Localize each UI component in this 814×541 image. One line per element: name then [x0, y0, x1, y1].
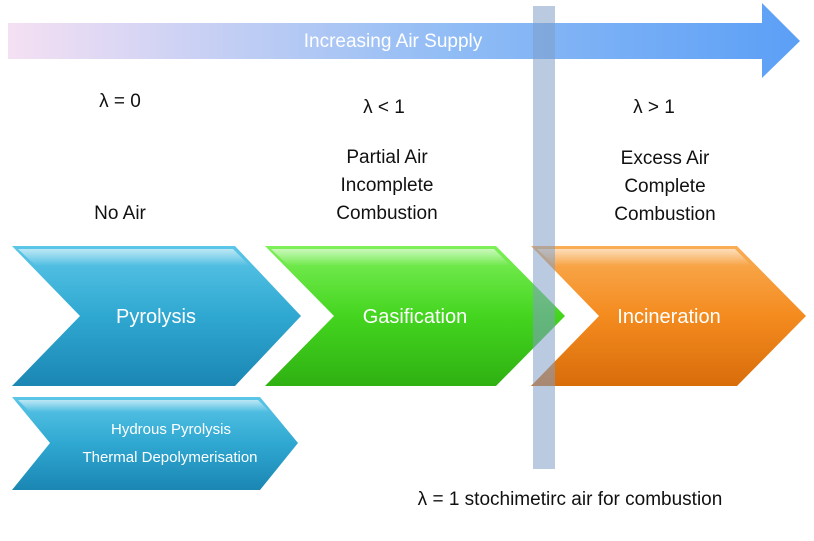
air-supply-label: Increasing Air Supply [304, 31, 483, 52]
lambda-label-pyrolysis: λ = 0 [99, 91, 141, 112]
stage-chevron-gasification: Gasification [265, 246, 565, 386]
condition-line: No Air [94, 203, 146, 224]
condition-line: Combustion [336, 203, 438, 224]
lambda-label-incineration: λ > 1 [633, 97, 675, 118]
condition-line: Excess Air [620, 148, 710, 169]
stage-name-pyrolysis: Pyrolysis [116, 306, 196, 328]
stage-name-incineration: Incineration [617, 306, 720, 328]
lambda-label-gasification: λ < 1 [363, 97, 405, 118]
stage-chevron-incineration: Incineration [531, 246, 806, 386]
air-supply-arrow: Increasing Air Supply [8, 3, 800, 78]
sub-stage-chevron: Hydrous Pyrolysis Thermal Depolymerisati… [12, 397, 298, 490]
condition-pyrolysis: No Air [60, 200, 180, 228]
stoichiometric-divider [533, 6, 555, 469]
stage-name-gasification: Gasification [363, 306, 468, 328]
condition-line: Complete [624, 176, 706, 197]
sub-stage-line-1: Hydrous Pyrolysis [111, 421, 231, 438]
condition-incineration: Excess Air Complete Combustion [585, 145, 745, 229]
condition-line: Incomplete [340, 175, 434, 196]
stage-chevron-pyrolysis: Pyrolysis [12, 246, 301, 386]
condition-line: Combustion [614, 204, 716, 225]
sub-stage-line-2: Thermal Depolymerisation [82, 449, 257, 466]
stoichiometric-caption: λ = 1 stochimetirc air for combustion [417, 489, 723, 510]
condition-line: Partial Air [346, 147, 428, 168]
condition-gasification: Partial Air Incomplete Combustion [307, 144, 467, 228]
